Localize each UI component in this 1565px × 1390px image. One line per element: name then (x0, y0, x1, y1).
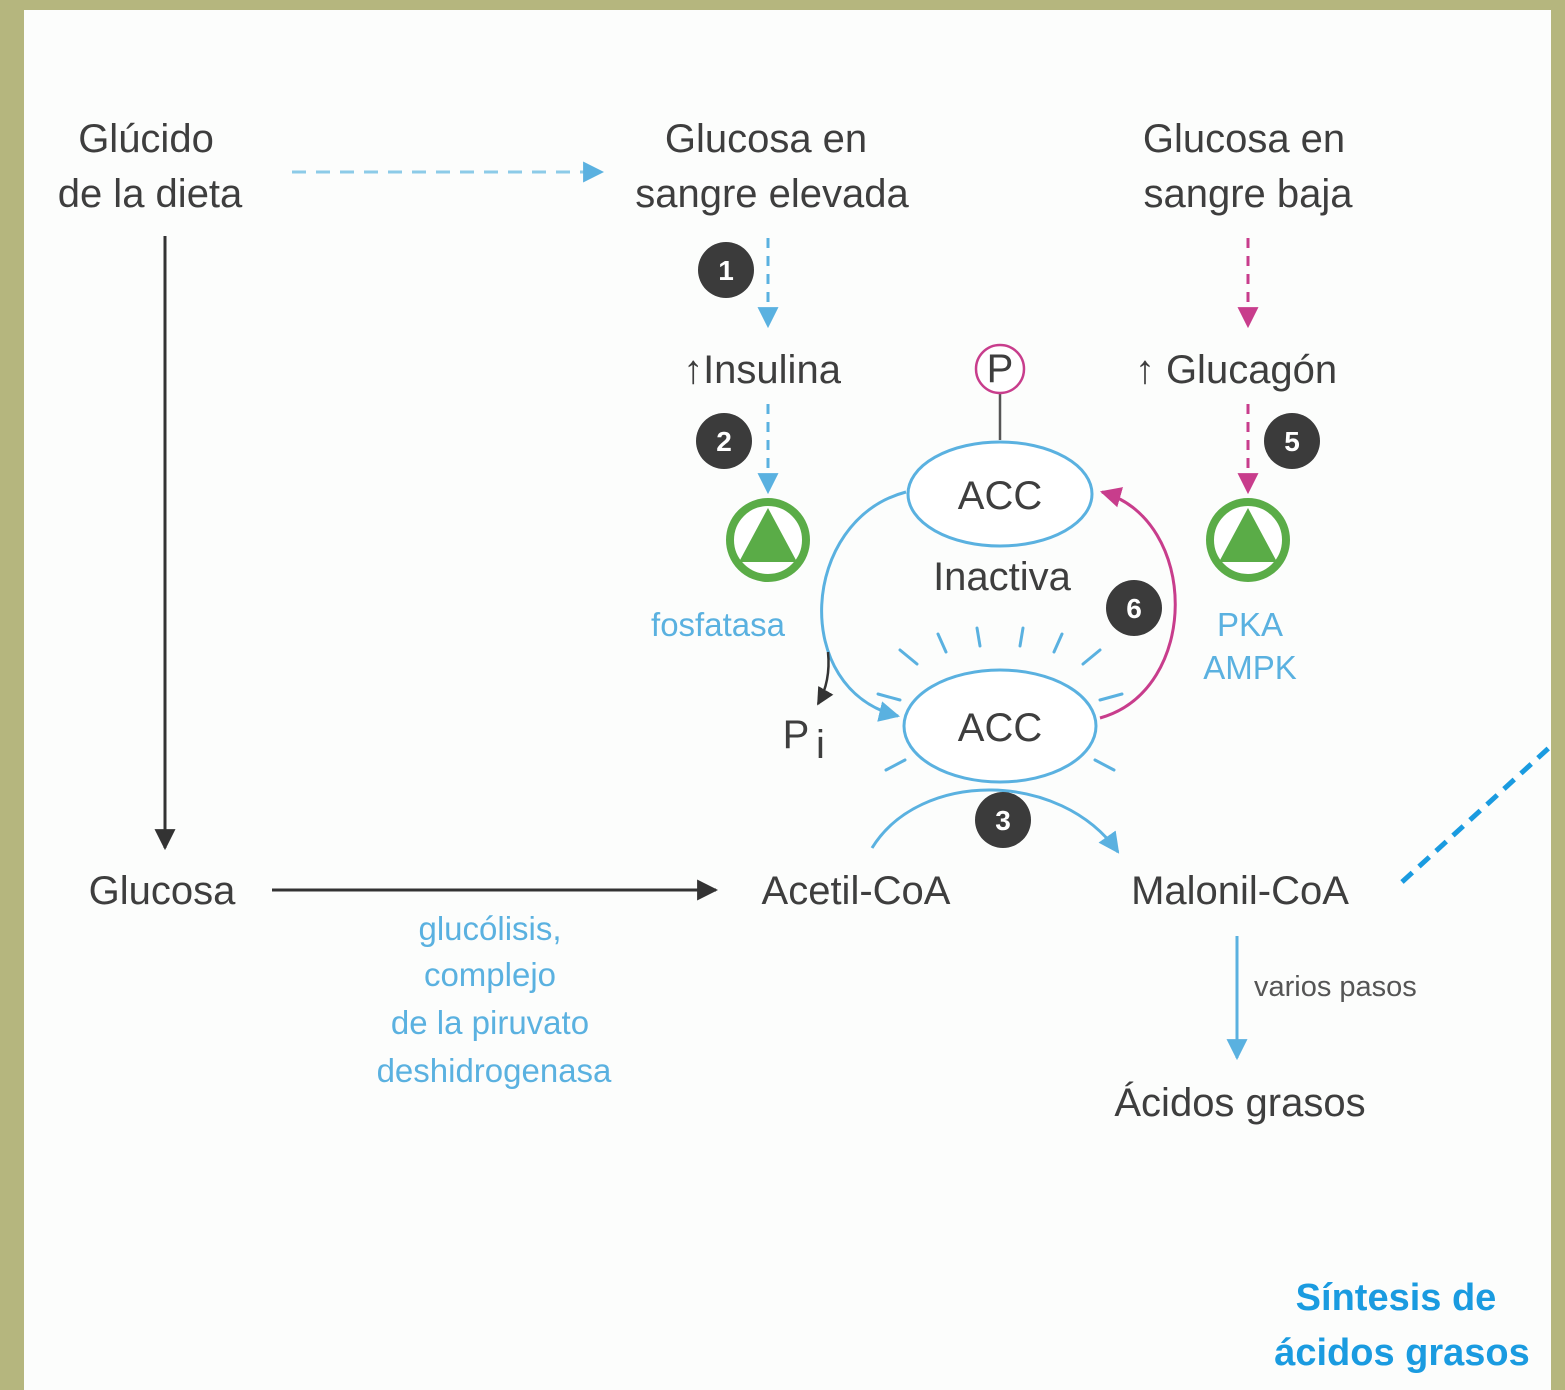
step-badge-6: 6 (1106, 580, 1162, 636)
label-malonyl-coa: Malonil-CoA (1131, 869, 1349, 913)
svg-text:5: 5 (1284, 426, 1300, 457)
label-glucagon: ↑ Glucagón (1135, 348, 1337, 392)
phosphate-circle (974, 343, 1026, 395)
label-low-blood-glucose-line1: Glucosa en (1143, 117, 1345, 161)
label-low-blood-glucose-line2: sangre baja (1143, 172, 1353, 216)
kinase-enzyme-icon (1206, 498, 1290, 582)
svg-text:3: 3 (995, 805, 1011, 836)
dephosphorylation-arc (820, 490, 907, 722)
svg-text:2: 2 (716, 426, 732, 457)
step-badge-1: 1 (698, 242, 754, 298)
label-insulin: ↑Insulina (683, 348, 842, 392)
svg-text:6: 6 (1126, 593, 1142, 624)
label-ampk: AMPK (1203, 649, 1297, 686)
svg-text:P: P (783, 713, 810, 757)
label-glycolysis-line1: glucólisis, (418, 910, 561, 947)
label-glycolysis-line2: complejo (424, 956, 556, 993)
label-fatty-acids: Ácidos grasos (1114, 1080, 1365, 1125)
dashed-line-to-next-panel (1400, 744, 1553, 884)
label-glycolysis-line3: de la piruvato (391, 1004, 589, 1041)
label-several-steps: varios pasos (1254, 971, 1417, 1003)
label-phosphate-group: P (987, 347, 1014, 391)
label-inorganic-phosphate: P i (783, 713, 825, 767)
phosphorylation-arc (1099, 487, 1177, 720)
label-acetyl-coa: Acetil-CoA (762, 869, 951, 913)
acc-active-ellipse (902, 668, 1098, 784)
label-acc-active: ACC (958, 706, 1042, 750)
label-dietary-carbohydrate-line2: de la dieta (58, 172, 243, 216)
label-glucose: Glucosa (89, 869, 236, 913)
step-badge-5: 5 (1264, 413, 1320, 469)
section-title-line1: Síntesis de (1296, 1277, 1497, 1319)
section-title-line2: ácidos grasos (1274, 1332, 1530, 1374)
acc-inactive-ellipse (906, 440, 1094, 548)
label-pka: PKA (1217, 606, 1283, 643)
svg-text:1: 1 (718, 255, 734, 286)
acc-activity-rays (876, 626, 1124, 772)
label-high-blood-glucose-line2: sangre elevada (635, 172, 909, 216)
phosphatase-enzyme-icon (726, 498, 810, 582)
diagram-panel (24, 10, 1551, 1390)
label-dietary-carbohydrate-line1: Glúcido (78, 117, 214, 161)
svg-text:i: i (816, 723, 825, 767)
step-badge-2: 2 (696, 413, 752, 469)
carboxylation-arc (870, 788, 1120, 854)
label-acc-inactive: ACC (958, 474, 1042, 518)
label-inactive: Inactiva (933, 555, 1072, 599)
label-glycolysis-line4: deshidrogenasa (377, 1052, 612, 1089)
label-high-blood-glucose-line1: Glucosa en (665, 117, 867, 161)
label-phosphatase: fosfatasa (651, 606, 786, 643)
pi-release-arrow (816, 651, 834, 706)
step-badge-3: 3 (975, 792, 1031, 848)
